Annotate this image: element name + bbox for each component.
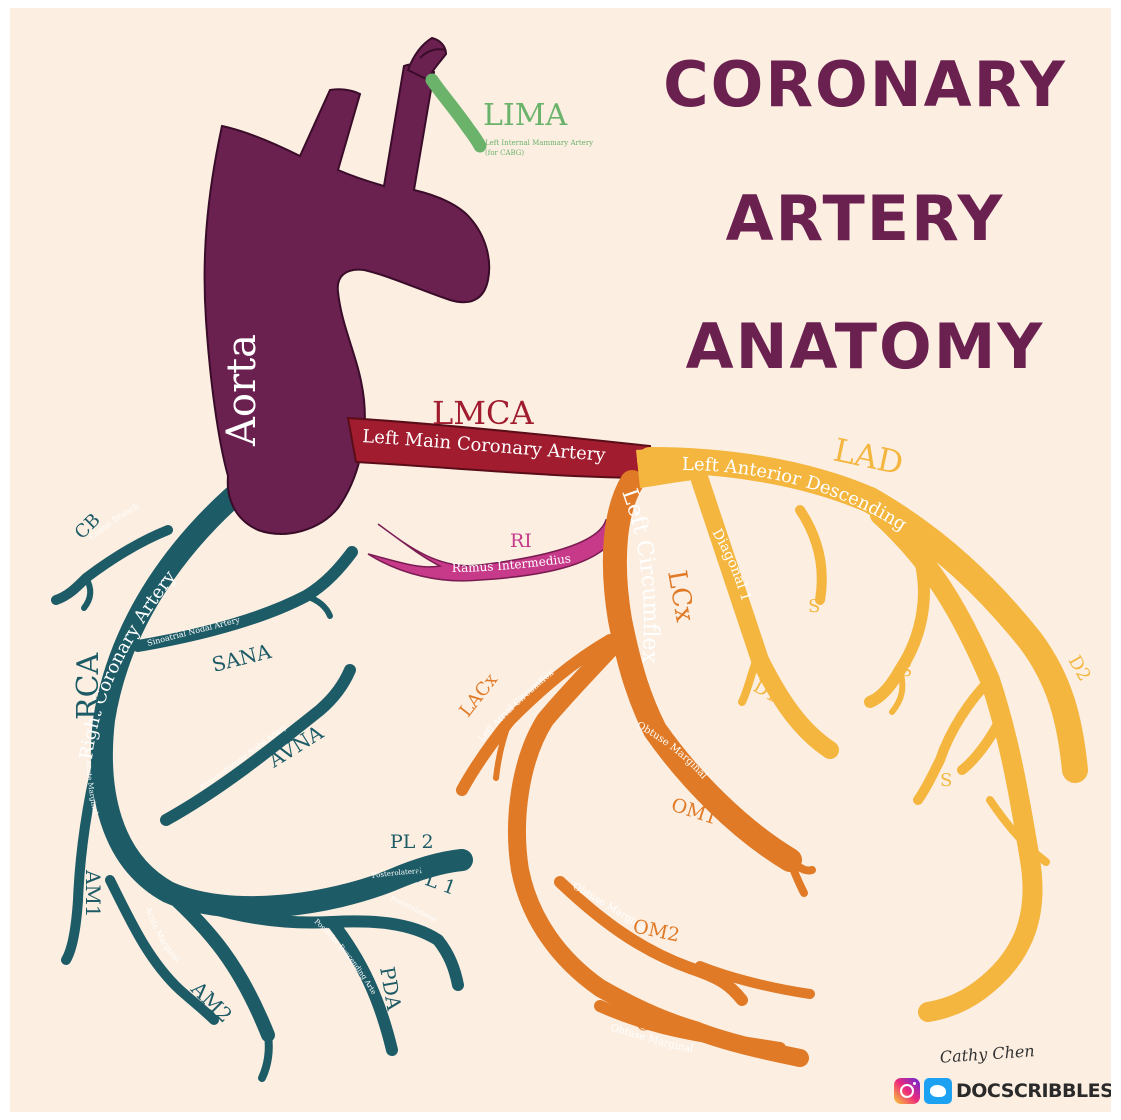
sana-label: SANA bbox=[209, 639, 274, 677]
coronary-diagram: CORONARY ARTERY ANATOMY Aorta LIMA Left … bbox=[10, 8, 1111, 1112]
lima-note-label: (for CABG) bbox=[485, 149, 524, 157]
septal-label-1: S bbox=[808, 596, 820, 617]
ri-full-label: Ramus Intermedius bbox=[452, 551, 572, 575]
om1-full-label: Obtuse Marginal bbox=[635, 720, 709, 781]
om3-label: OM3 bbox=[636, 1013, 684, 1037]
artist-signature: Cathy Chen bbox=[939, 1041, 1035, 1067]
aorta-label: Aorta bbox=[219, 334, 265, 447]
d2-label: D2 bbox=[1064, 652, 1095, 685]
lima-vessel bbox=[432, 80, 480, 146]
am1-label: AM1 bbox=[81, 869, 105, 918]
brand-handle[interactable]: DOCSCRIBBLES bbox=[956, 1080, 1111, 1102]
lmca-label: LMCA bbox=[432, 394, 535, 432]
title-line-1: CORONARY bbox=[663, 48, 1067, 121]
title-line-2: ARTERY bbox=[726, 182, 1005, 255]
title-line-3: ANATOMY bbox=[686, 310, 1045, 383]
septal-label-3: S bbox=[940, 770, 952, 791]
lacx-label: LACx bbox=[455, 670, 502, 721]
lima-label: LIMA bbox=[483, 98, 567, 133]
instagram-icon[interactable] bbox=[894, 1078, 920, 1104]
social-brand: DOCSCRIBBLES bbox=[894, 1074, 1111, 1108]
pl2-label: PL 2 bbox=[390, 831, 434, 853]
septal-label-2: S bbox=[900, 660, 912, 681]
lima-full-label: Left Internal Mammary Artery bbox=[485, 139, 593, 147]
lad-label: LAD bbox=[830, 431, 906, 483]
ri-label: RI bbox=[510, 530, 532, 552]
rca-label: RCA bbox=[71, 652, 106, 720]
twitter-icon[interactable] bbox=[924, 1078, 952, 1104]
lcx-label: LCx bbox=[661, 568, 700, 625]
poster-background: CORONARY ARTERY ANATOMY Aorta LIMA Left … bbox=[10, 8, 1111, 1112]
